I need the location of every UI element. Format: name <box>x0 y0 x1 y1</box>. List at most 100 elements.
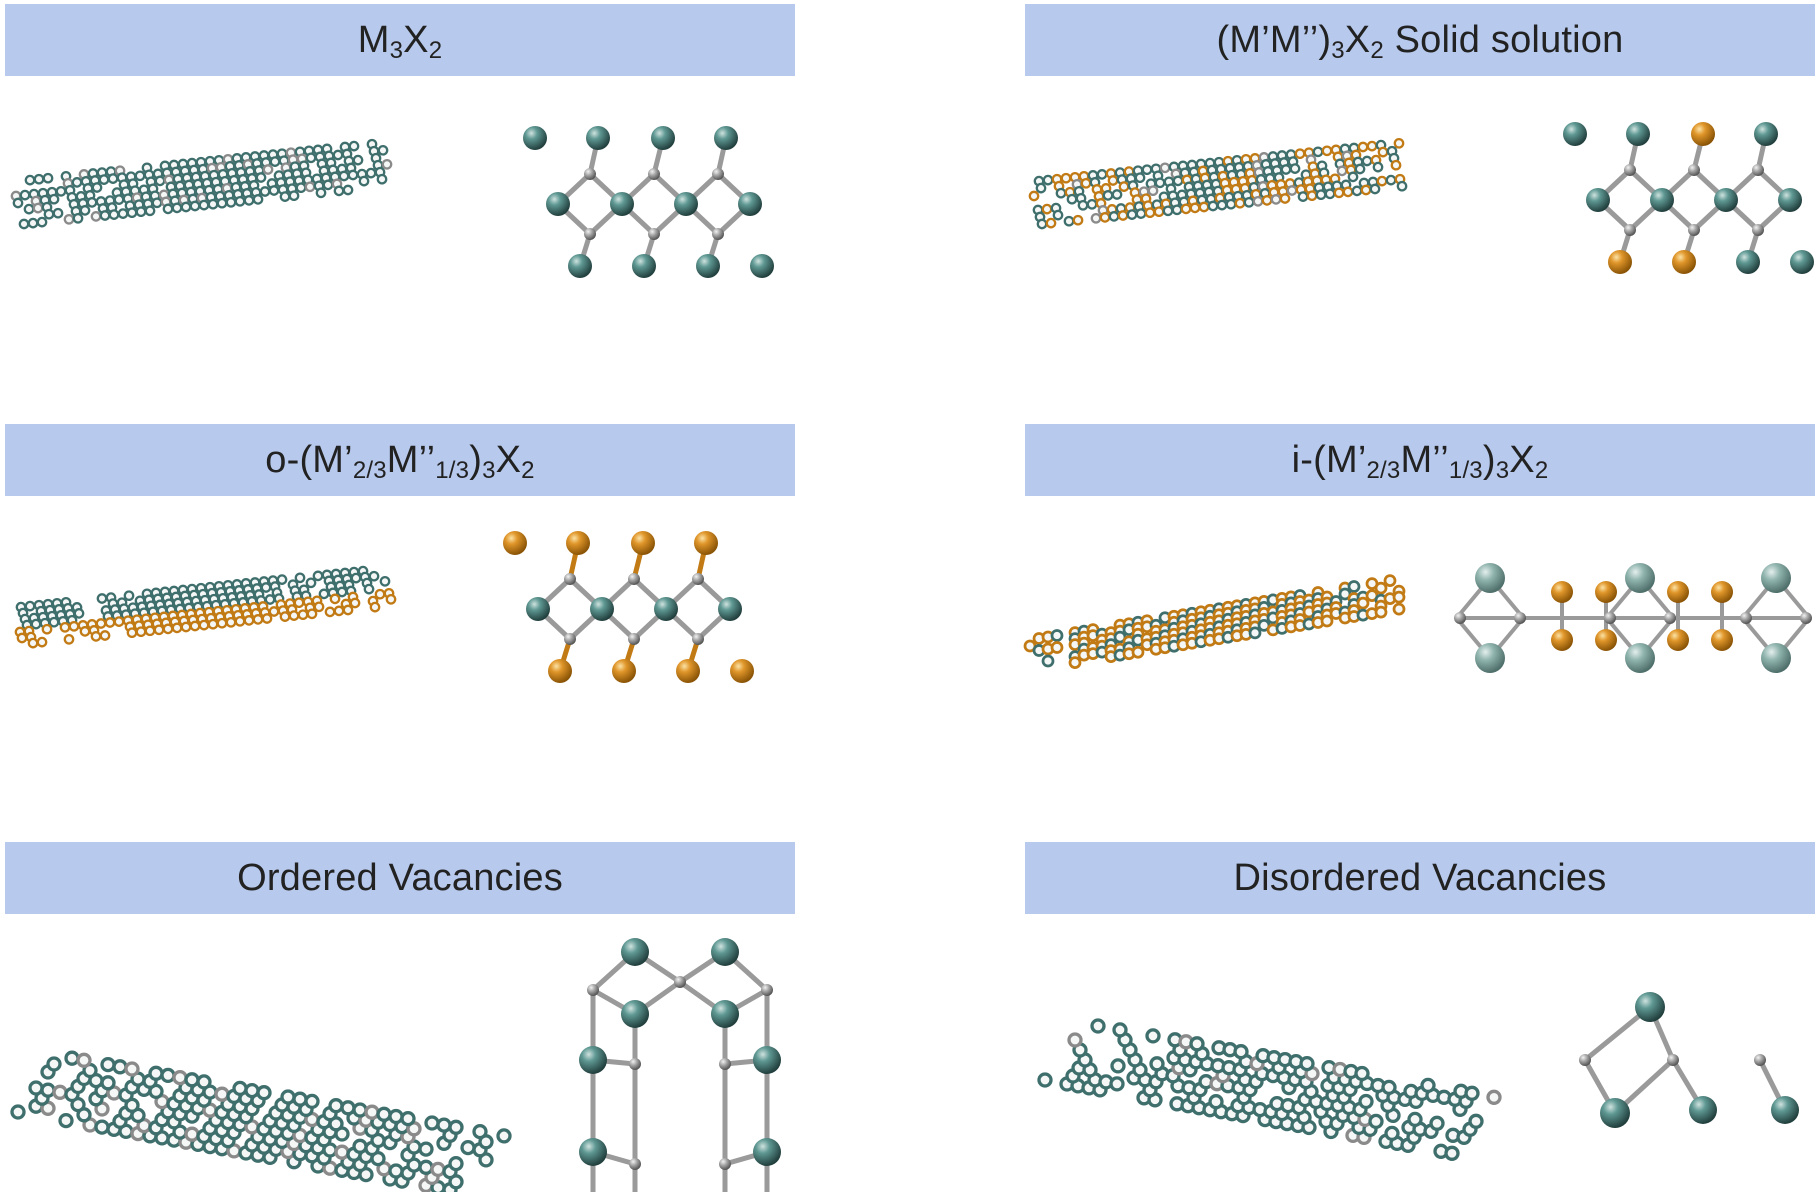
slab-atom <box>1468 1113 1484 1129</box>
slab-atom <box>1326 1069 1342 1086</box>
slab-atom <box>148 1120 164 1136</box>
slab-atom <box>1077 630 1091 644</box>
slab-atom <box>1071 178 1083 190</box>
slab-atom <box>370 1114 386 1130</box>
side-o-mxene-metal-atom <box>631 531 655 555</box>
slab-atom <box>1321 1059 1337 1076</box>
slab-atom <box>1203 186 1215 198</box>
slab-atom <box>60 170 72 182</box>
slab-atom <box>122 193 134 205</box>
slab-atom <box>1386 1089 1402 1106</box>
slab-atom <box>249 577 261 588</box>
slab-atom <box>1377 146 1389 158</box>
slab-atom <box>1086 629 1100 642</box>
slab-atom <box>1270 194 1282 205</box>
slab-atom <box>134 595 146 607</box>
slab-atom <box>1238 1054 1254 1070</box>
slab-atom <box>1222 1042 1238 1058</box>
slab-atom <box>100 1056 116 1073</box>
slab-atom <box>197 588 209 600</box>
slab-atom <box>310 1158 326 1174</box>
slab-atom <box>167 188 179 200</box>
slab-atom <box>1357 141 1369 153</box>
slab-atom <box>359 571 371 583</box>
slab-atom <box>424 1169 440 1186</box>
slab-atom <box>73 608 85 619</box>
side-o-mxene-metal-atom <box>526 597 550 621</box>
slab-atom <box>233 160 245 171</box>
slab-atom <box>112 1059 128 1075</box>
slab-atom <box>352 1138 368 1154</box>
slab-atom <box>154 1112 170 1128</box>
slab-atom <box>1087 170 1099 181</box>
slab-atom <box>204 155 216 167</box>
slab-atom <box>64 1086 80 1103</box>
slab-atom <box>322 1160 338 1176</box>
side-ordered-vacancies-bond <box>722 987 770 1017</box>
slab-atom <box>1284 590 1298 604</box>
slab-atom <box>1320 1077 1336 1094</box>
slab-atom <box>388 1126 404 1143</box>
banner-disordered-vacancies-label: Disordered Vacancies <box>1233 856 1607 899</box>
slab-atom <box>1072 1042 1088 1058</box>
slab-atom <box>1396 180 1408 192</box>
slab-atom <box>1320 596 1334 610</box>
slab-atom <box>250 1129 266 1145</box>
slab-atom <box>1131 615 1145 629</box>
slab-atom <box>167 610 179 622</box>
slab-atom <box>366 138 378 150</box>
slab-atom <box>1221 600 1235 614</box>
slab-atom <box>1178 1034 1194 1050</box>
slab-atom <box>21 619 33 631</box>
slab-atom <box>1351 1119 1367 1136</box>
slab-atom <box>58 1112 74 1129</box>
side-disordered-vacancies-bond <box>1757 1057 1788 1113</box>
slab-atom <box>118 179 130 191</box>
slab-atom <box>1122 623 1136 637</box>
slab-atom <box>28 612 40 624</box>
slab-atom <box>1135 208 1147 219</box>
side-i-mxene-x-atom <box>1664 612 1676 624</box>
side-i-mxene-bond <box>1638 576 1672 616</box>
slab-atom <box>347 169 359 181</box>
slab-atom <box>201 600 213 612</box>
slab-atom <box>1365 607 1379 620</box>
slab-atom <box>62 602 74 614</box>
slab-atom <box>280 1125 296 1142</box>
slab-atom <box>124 1097 140 1113</box>
slab-atom <box>1110 1058 1126 1074</box>
slab-atom <box>1154 177 1166 189</box>
side-i-mxene-x-atom <box>1514 612 1526 624</box>
side-o-mxene-bond <box>695 576 733 612</box>
slab-atom <box>172 1106 188 1122</box>
slab-atom <box>311 595 323 607</box>
side-ordered-vacancies-bond <box>590 949 638 993</box>
slab-atom <box>293 175 305 187</box>
slab-atom <box>208 1130 224 1147</box>
slab-atom <box>149 190 161 202</box>
slab-atom <box>293 597 305 609</box>
side-disordered-vacancies-metal-atom <box>1689 1096 1717 1124</box>
slab-atom <box>86 197 98 208</box>
side-m3x2-bond <box>555 171 593 207</box>
slab-atom <box>277 605 289 616</box>
side-o-mxene-metal-atom <box>718 597 742 621</box>
slab-atom <box>1276 1069 1292 1086</box>
side-solid-solution-x-atom <box>1624 164 1636 176</box>
slab-atom <box>1036 218 1048 230</box>
slab-atom <box>1145 178 1157 190</box>
slab-atom <box>98 174 110 185</box>
slab-atom <box>107 173 119 184</box>
side-i-mxene-metal-atom <box>1711 581 1733 603</box>
slab-atom <box>1389 1135 1405 1152</box>
slab-atom <box>311 173 323 185</box>
slab-atom <box>1041 203 1053 215</box>
slab-atom <box>66 614 78 626</box>
side-solid-solution-bond <box>1681 227 1697 265</box>
slab-atom <box>10 1104 26 1120</box>
slab-atom <box>342 604 354 616</box>
slab-atom <box>1185 188 1197 200</box>
slab-atom <box>190 1082 206 1098</box>
slab-atom <box>292 1146 308 1162</box>
